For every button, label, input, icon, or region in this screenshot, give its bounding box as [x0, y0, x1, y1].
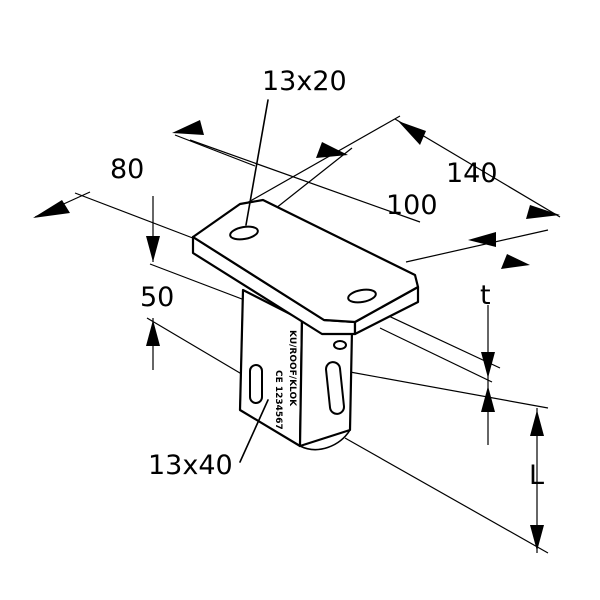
side-slots	[249, 340, 347, 415]
dimension-label-80: 80	[110, 154, 145, 185]
dimension-label-L: L	[529, 460, 545, 491]
dimension-arrows	[33, 120, 560, 551]
stamp-line2: CE 1234567	[273, 370, 283, 430]
leader-13x20	[245, 99, 269, 226]
dimension-label-100: 100	[386, 190, 438, 221]
dimension-label-t: t	[480, 280, 491, 311]
leader-13x40	[239, 399, 269, 463]
dimension-label-140: 140	[446, 158, 498, 189]
dimension-label-13x40: 13x40	[148, 450, 233, 481]
stamp-line1: KU/ROOF/KLOK	[287, 330, 297, 407]
dimension-label-50: 50	[140, 282, 175, 313]
top-plate	[191, 198, 420, 336]
stamp-text: KU/ROOF/KLOK CE 1234567	[273, 330, 297, 430]
dimension-label-13x20: 13x20	[262, 66, 347, 97]
